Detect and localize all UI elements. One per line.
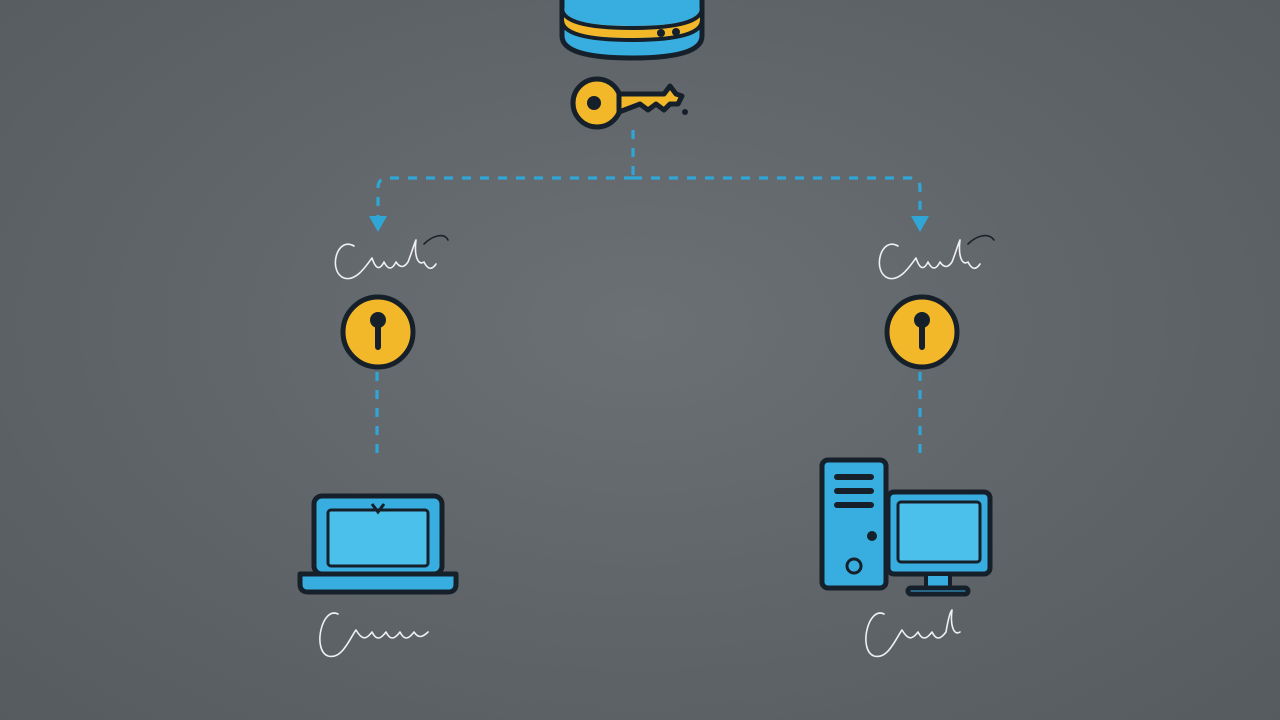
- desktop-computer-icon: [819, 457, 993, 597]
- right-keyhole-icon: [884, 294, 960, 370]
- left-keyhole-icon: [340, 294, 416, 370]
- desktop-signature-icon: [865, 609, 961, 658]
- key-icon: [570, 76, 688, 130]
- left-signature-icon: [334, 234, 449, 280]
- laptop-icon: [297, 493, 459, 595]
- right-signature-icon: [878, 234, 995, 280]
- arrowhead-right: [911, 216, 929, 232]
- connector-lines: [369, 130, 929, 462]
- laptop-signature-icon: [319, 612, 429, 658]
- arrowhead-left: [369, 216, 387, 232]
- database-icon: [559, 0, 705, 61]
